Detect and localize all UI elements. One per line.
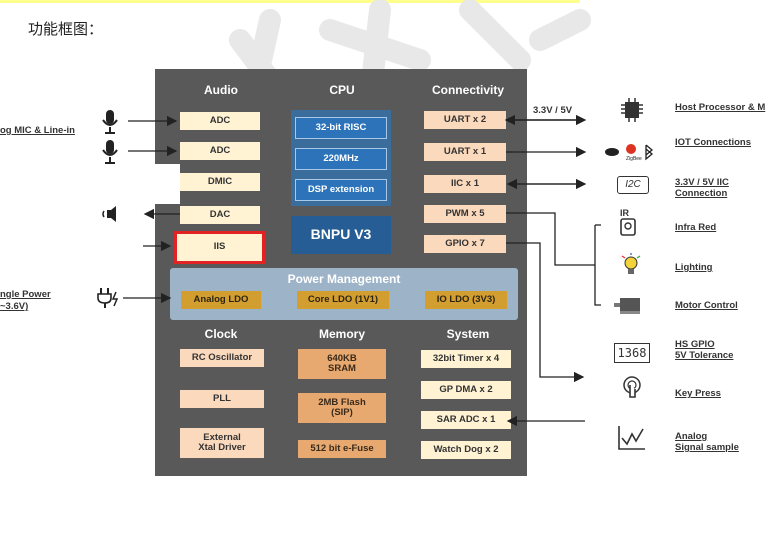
conn-uart-1: UART x 1: [424, 143, 506, 161]
left-label-power-1: ngle Power: [0, 289, 51, 300]
memory-flash: 2MB Flash (SIP): [298, 393, 386, 423]
right-label-motor: Motor Control: [675, 300, 738, 311]
audio-adc-1: ADC: [180, 112, 260, 130]
right-label-iic-1: 3.3V / 5V IIC: [675, 177, 729, 188]
lightbulb-icon: [621, 253, 641, 274]
memory-header: Memory: [318, 327, 365, 341]
system-sar-adc: SAR ADC x 1: [421, 411, 511, 429]
cpu-dsp: DSP extension: [295, 179, 387, 201]
conn-pwm: PWM x 5: [424, 205, 506, 223]
audio-header: Audio: [204, 83, 238, 97]
conn-iic: IIC x 1: [424, 175, 506, 193]
seven-segment-icon: 1368: [614, 343, 650, 363]
connectivity-header: Connectivity: [431, 83, 504, 97]
power-header: Power Management: [287, 272, 401, 286]
voltage-label: 3.3V / 5V: [533, 105, 573, 116]
right-label-gpio-1: HS GPIO: [675, 339, 715, 350]
page-heading: 功能框图：: [28, 20, 104, 38]
audio-adc-2: ADC: [180, 142, 260, 160]
right-label-gpio-2: 5V Tolerance: [675, 350, 734, 361]
clock-rc: RC Oscillator: [180, 349, 264, 367]
memory-efuse: 512 bit e-Fuse: [298, 440, 386, 458]
right-label-key: Key Press: [675, 388, 721, 399]
ir-icon-label: IR: [620, 208, 629, 218]
conn-uart-2: UART x 2: [424, 111, 506, 129]
microphone-icon: [102, 110, 118, 134]
motor-icon: [614, 298, 640, 314]
touch-press-icon: [623, 376, 641, 398]
right-label-ir: Infra Red: [675, 222, 717, 233]
clock-xtal: External Xtal Driver: [180, 428, 264, 458]
system-header: System: [446, 327, 490, 341]
right-label-analog-1: Analog: [675, 431, 708, 442]
iot-logos-icon: ZigBee: [605, 144, 654, 162]
i2c-icon: I2C: [617, 176, 649, 194]
right-label-lighting: Lighting: [675, 262, 713, 273]
cpu-risc: 32-bit RISC: [295, 117, 387, 139]
power-plug-icon: [97, 288, 119, 308]
system-dma: GP DMA x 2: [421, 381, 511, 399]
svg-text:ZigBee: ZigBee: [626, 156, 642, 162]
chip-notch: [155, 164, 180, 204]
power-core-ldo: Core LDO (1V1): [297, 291, 389, 309]
system-watchdog: Watch Dog x 2: [421, 441, 511, 459]
microphone-icon-2: [102, 140, 118, 164]
clock-header: Clock: [204, 327, 238, 341]
memory-sram: 640KB SRAM: [298, 349, 386, 379]
right-label-host: Host Processor & M: [675, 102, 766, 113]
cpu-header: CPU: [329, 83, 355, 97]
audio-dmic: DMIC: [180, 173, 260, 191]
infra-red-remote-icon: [620, 218, 636, 236]
system-timer: 32bit Timer x 4: [421, 350, 511, 368]
cpu-freq: 220MHz: [295, 148, 387, 170]
right-label-analog-2: Signal sample: [675, 442, 739, 453]
top-highlight-line: [0, 0, 580, 3]
right-label-iic-2: Connection: [675, 188, 728, 199]
left-label-power-2: ~3.6V): [0, 301, 29, 312]
npu-block: BNPU V3: [291, 216, 391, 254]
conn-gpio: GPIO x 7: [424, 235, 506, 253]
power-io-ldo: IO LDO (3V3): [425, 291, 507, 309]
processor-chip-icon: [621, 98, 643, 122]
power-analog-ldo: Analog LDO: [181, 291, 261, 309]
right-label-iot: IOT Connections: [675, 137, 751, 148]
left-label-mic: og MIC & Line-in: [0, 125, 75, 136]
analog-signal-icon: [618, 426, 645, 450]
audio-dac: DAC: [180, 206, 260, 224]
clock-pll: PLL: [180, 390, 264, 408]
audio-iis-highlighted: IIS: [174, 231, 265, 264]
speaker-icon: [102, 206, 116, 222]
